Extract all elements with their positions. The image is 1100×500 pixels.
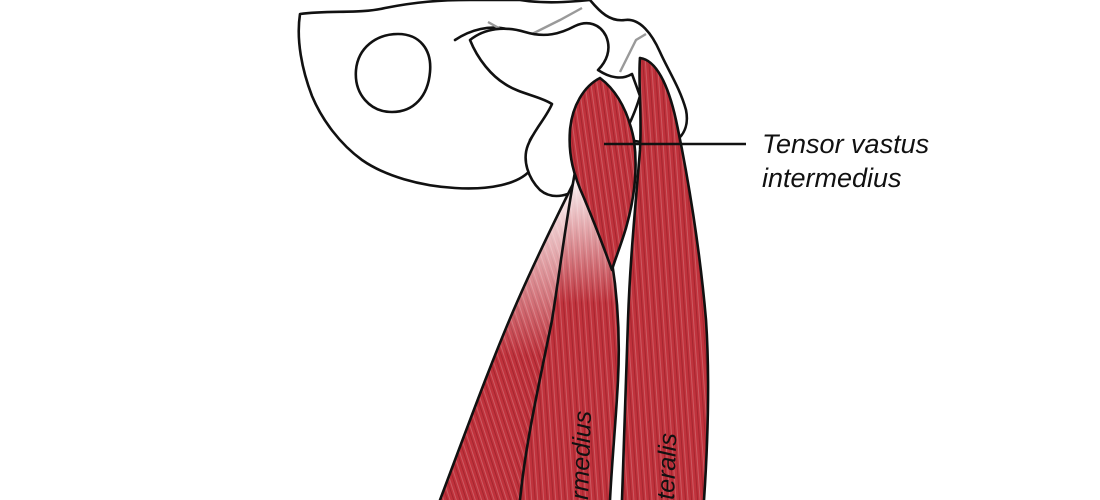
medial-muscle [438,178,577,500]
vastus-lateralis-muscle [620,56,710,500]
callout-label-line2: intermedius [762,163,902,193]
tensor-vastus-intermedius-muscle [568,76,637,272]
callout-label-line1: Tensor vastus [762,129,929,159]
vastus-intermedius-muscle [518,170,621,500]
vastus-lateralis-label: teralis [652,433,682,500]
callout-label: Tensor vastus intermedius [762,129,937,193]
vastus-intermedius-label: rmedius [566,410,597,500]
